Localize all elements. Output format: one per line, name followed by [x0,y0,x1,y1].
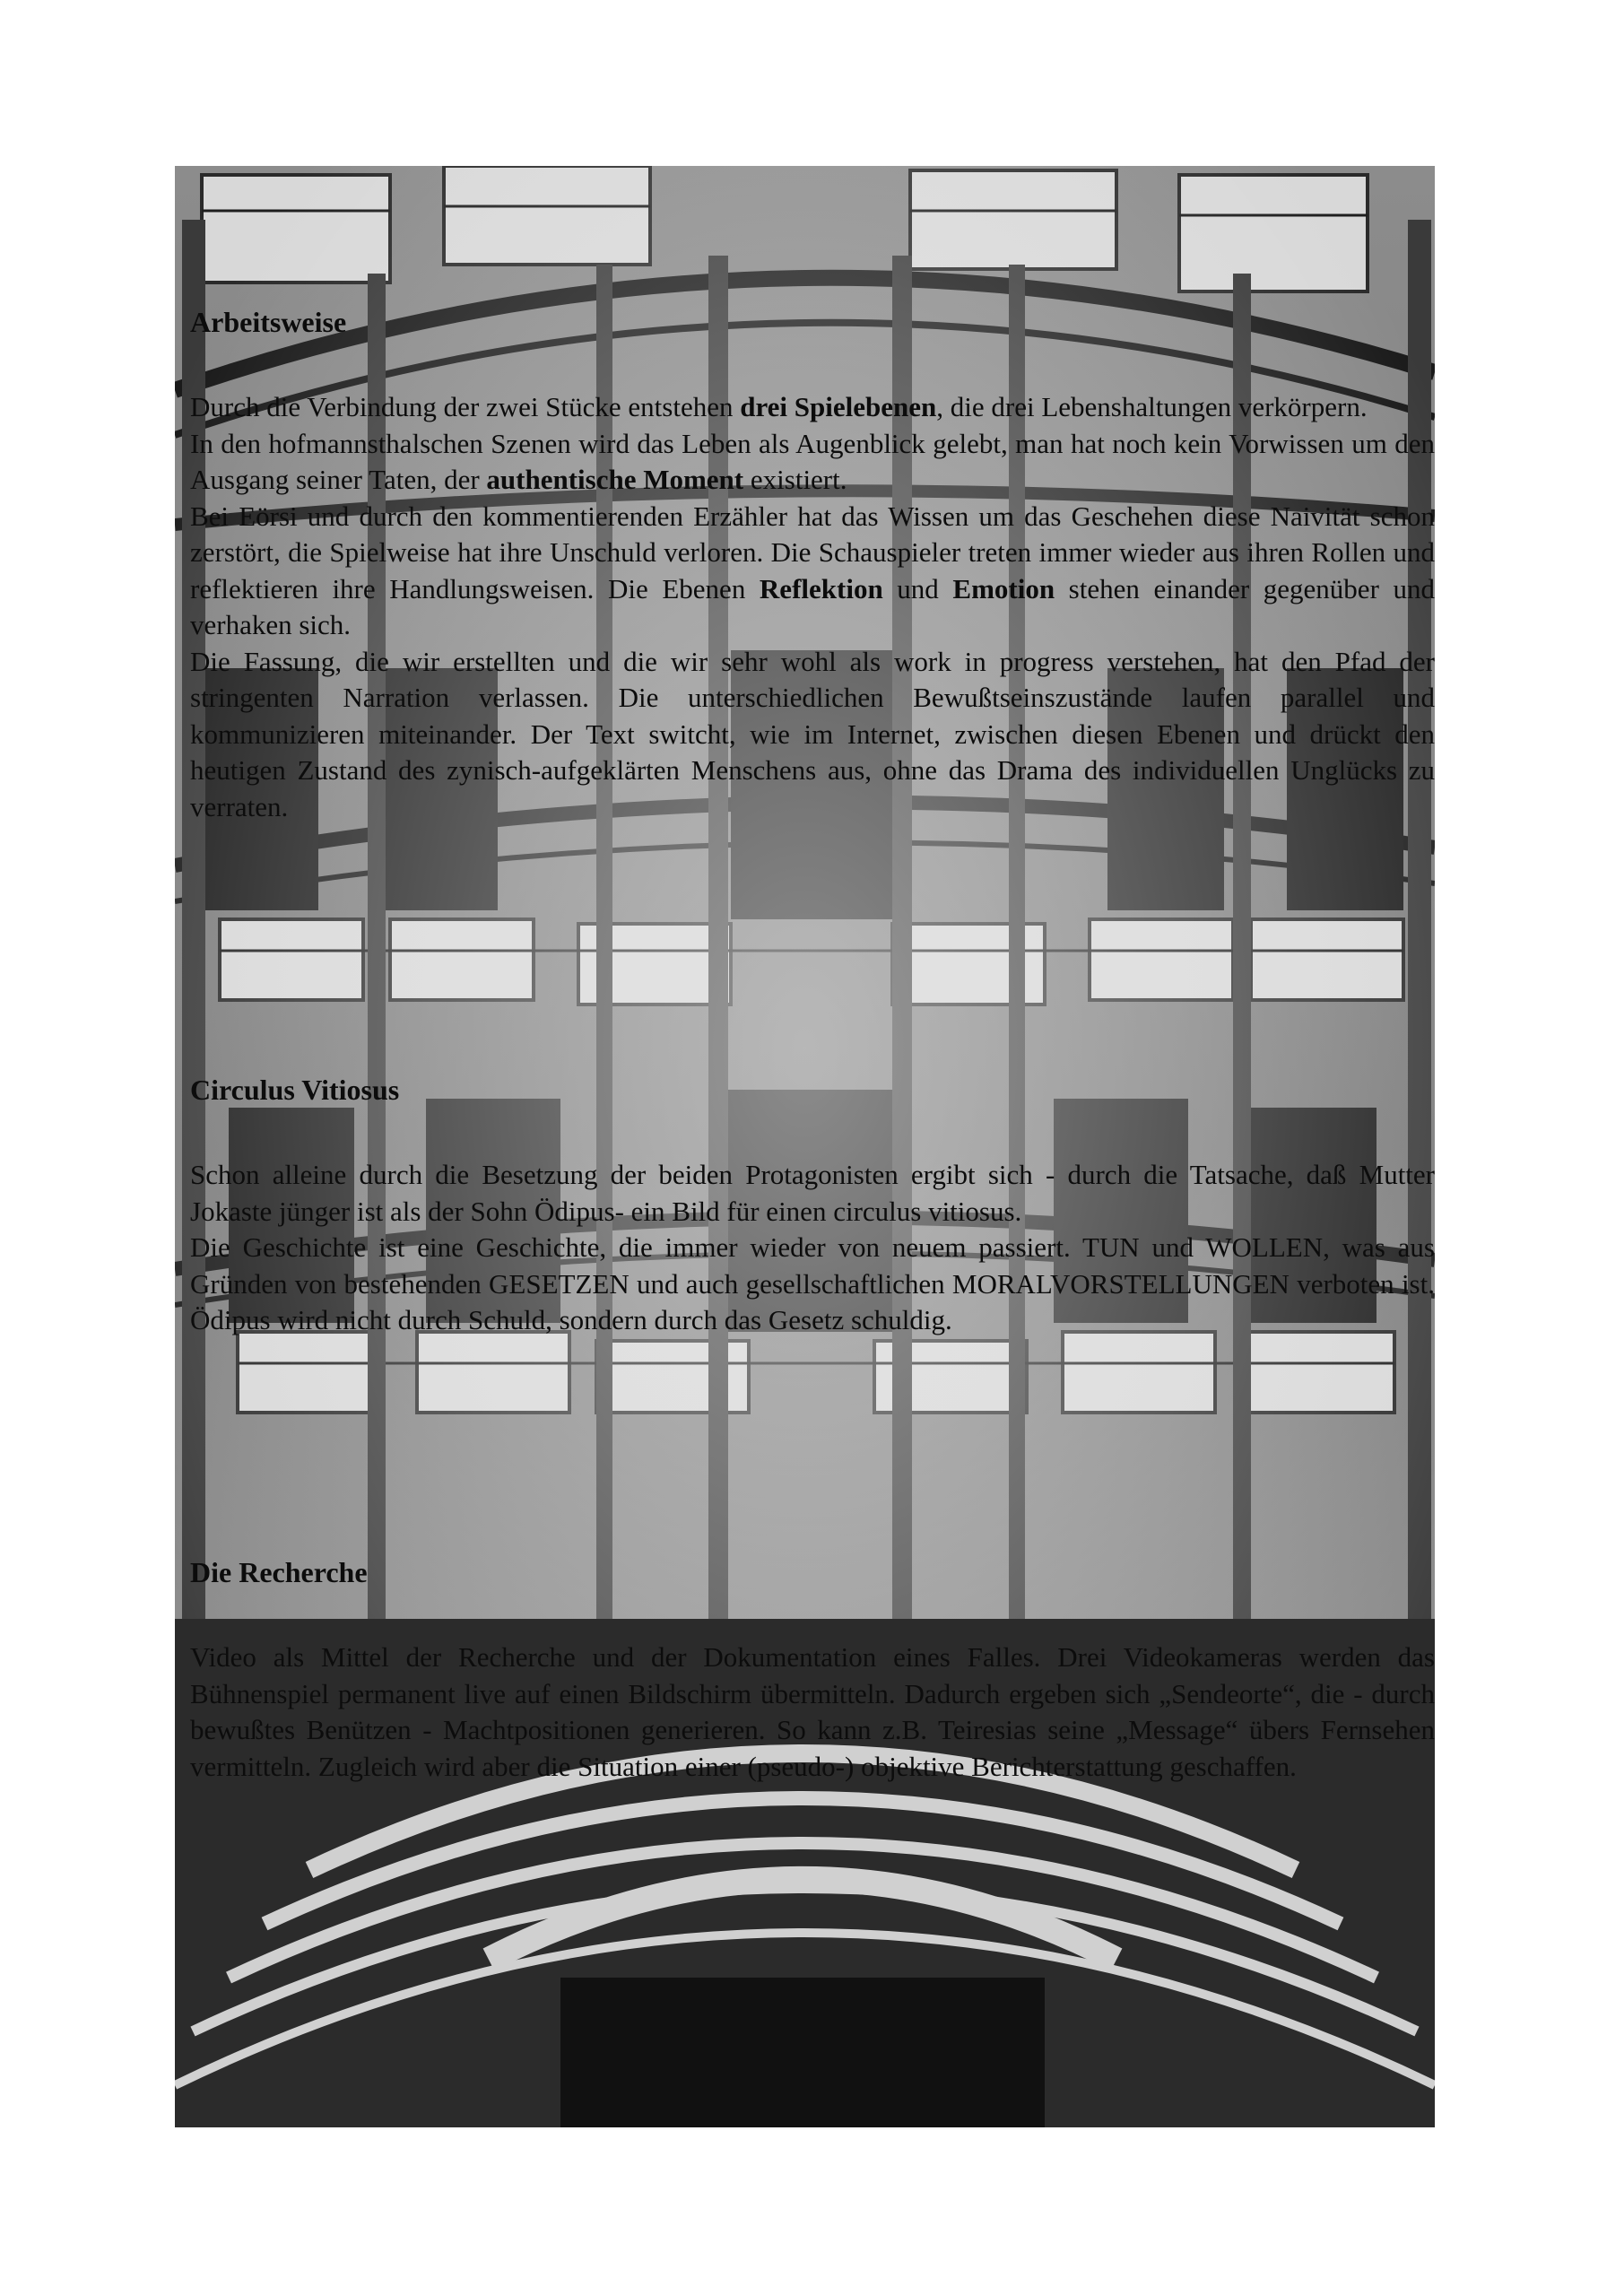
paragraph: Video als Mittel der Recherche und der D… [190,1639,1435,1785]
bold-term: Reflektion [759,572,883,604]
paragraph: Durch die Verbindung der zwei Stücke ent… [190,389,1435,426]
text-run: Bei Eörsi und durch den kommentierenden … [190,500,1435,604]
text-run: und [882,572,953,604]
section-body: Schon alleine durch die Besetzung der be… [190,1157,1435,1339]
section-heading: Arbeitsweise [190,306,347,338]
background-photo-rotunda [175,166,1435,2127]
text-run: stehen einander gegenüber und verhaken s… [190,572,1435,641]
text-run: Die Fassung, die wir erstellten und die … [190,645,1435,822]
bold-term: drei Spielebenen [740,391,937,422]
bold-term: authentische Moment [486,464,744,495]
paragraph: Die Fassung, die wir erstellten und die … [190,644,1435,826]
paragraph: Bei Eörsi und durch den kommentierenden … [190,499,1435,644]
text-run: Die Geschichte ist eine Geschichte, die … [190,1231,1435,1335]
section-body: Durch die Verbindung der zwei Stücke ent… [190,389,1435,825]
section-arbeitsweise: Arbeitsweise Durch die Verbindung der zw… [190,304,1435,825]
paragraph: Schon alleine durch die Besetzung der be… [190,1157,1435,1230]
section-heading: Circulus Vitiosus [190,1074,400,1106]
paragraph: Die Geschichte ist eine Geschichte, die … [190,1230,1435,1339]
section-circulus-vitiosus: Circulus Vitiosus Schon alleine durch di… [190,1072,1435,1339]
section-die-recherche: Die Recherche Video als Mittel der Reche… [190,1554,1435,1785]
text-run: Schon alleine durch die Besetzung der be… [190,1159,1435,1227]
text-run: Durch die Verbindung der zwei Stücke ent… [190,391,741,422]
section-heading: Die Recherche [190,1556,368,1588]
paragraph: In den hofmannsthalschen Szenen wird das… [190,426,1435,499]
bold-term: Emotion [952,572,1055,604]
text-run: existiert. [743,464,847,495]
text-run: In den hofmannsthalschen Szenen wird das… [190,427,1435,496]
section-body: Video als Mittel der Recherche und der D… [190,1639,1435,1785]
text-run: , die drei Lebenshaltungen verkörpern. [936,391,1368,422]
text-run: Video als Mittel der Recherche und der D… [190,1641,1435,1782]
